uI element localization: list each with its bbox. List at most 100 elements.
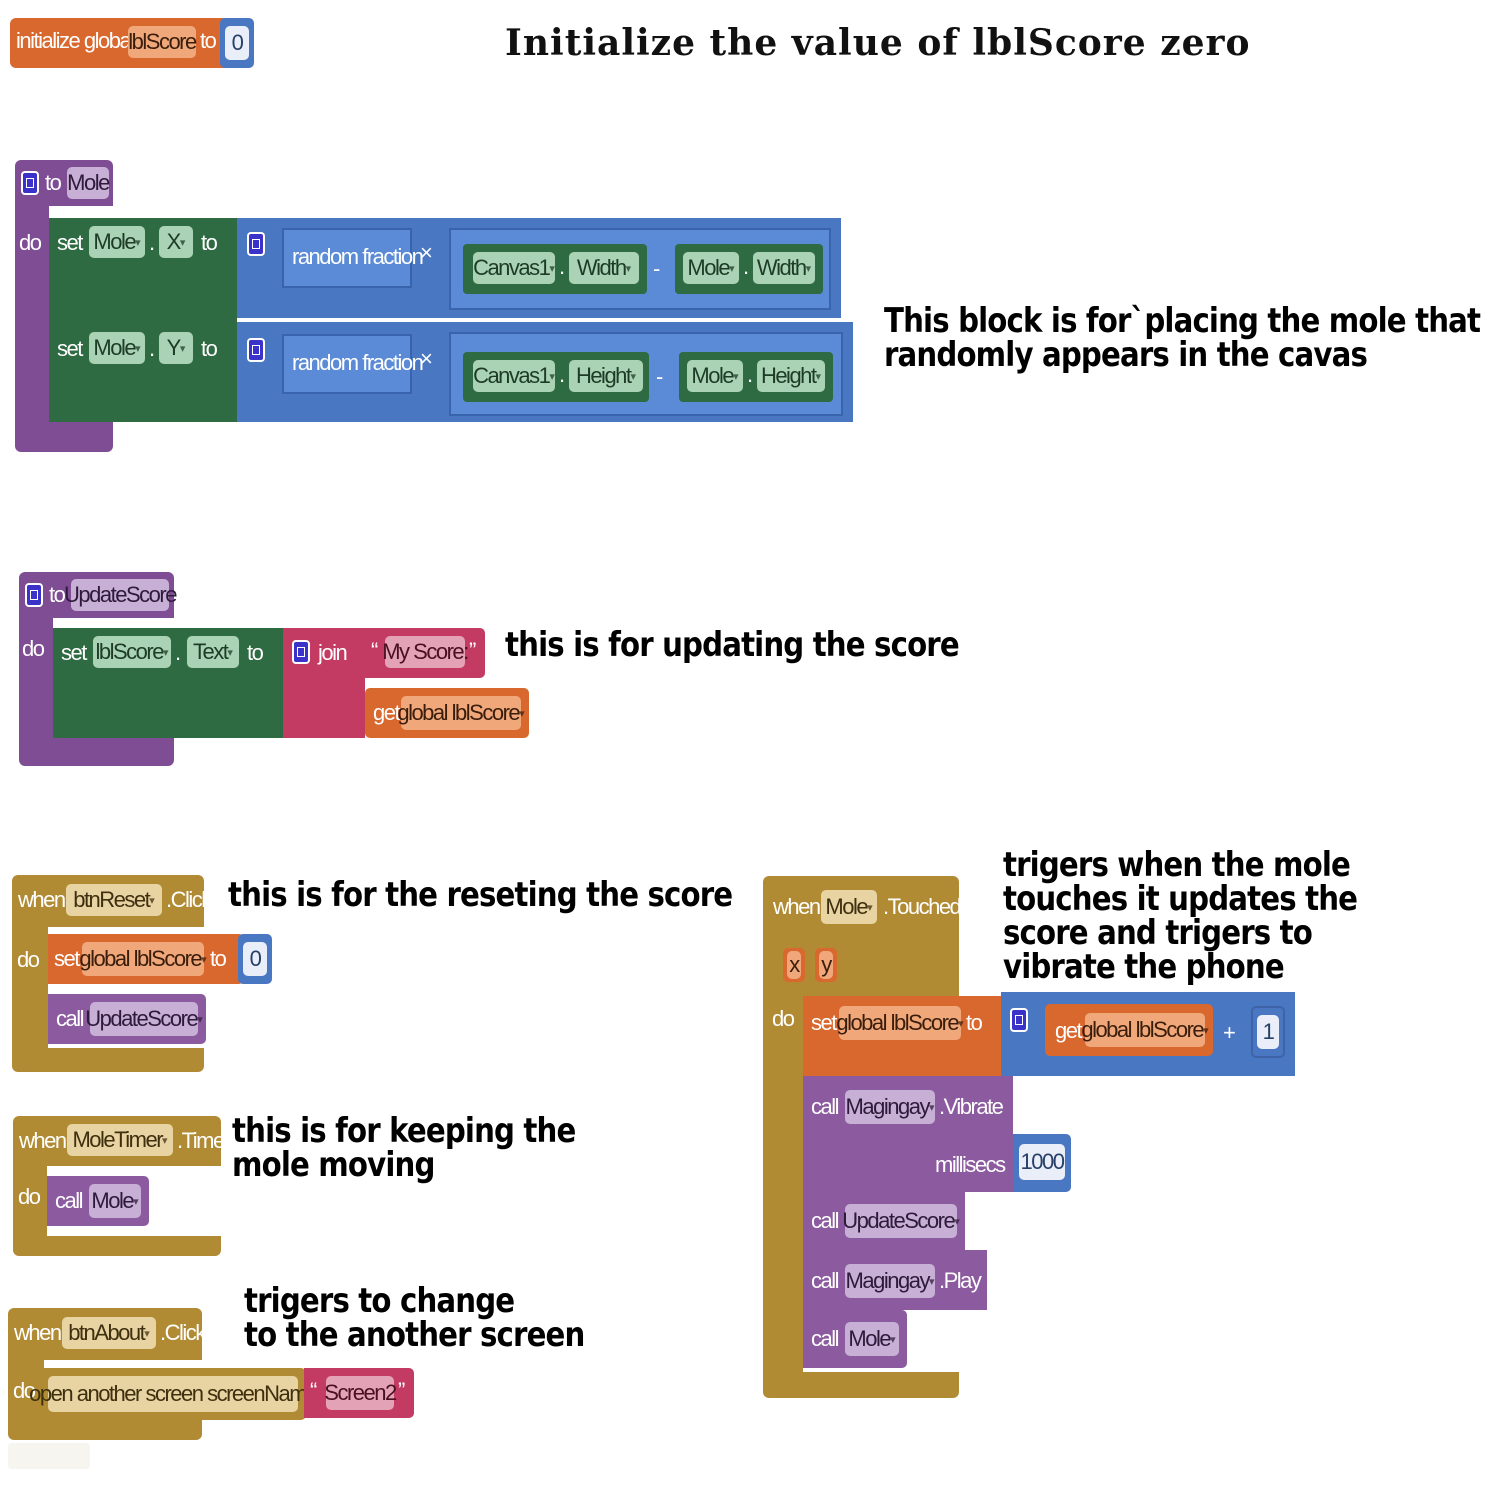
multiply-y-block[interactable]: random fraction × Canvas1 . Height - Mol… — [237, 322, 853, 422]
reset-component[interactable]: btnReset — [66, 884, 162, 916]
set-text-component[interactable]: lblScore — [93, 636, 171, 668]
update-proc-header[interactable]: to UpdateScore — [19, 572, 177, 618]
reset-event-name: .Click — [166, 887, 212, 912]
init-value[interactable]: 0 — [225, 26, 249, 60]
reset-call-proc[interactable]: UpdateScore — [85, 1002, 199, 1036]
touched-call-mole-proc[interactable]: Mole — [845, 1322, 899, 1356]
mole-width-component[interactable]: Mole — [683, 252, 739, 284]
multiply-x-block[interactable]: random fraction × Canvas1 . Width - Mole… — [237, 218, 841, 318]
note-timer: this is for keeping the mole moving — [232, 1111, 576, 1185]
join-gear-icon[interactable] — [292, 640, 310, 664]
mutator-gear-icon[interactable] — [21, 171, 39, 195]
reset-set-var[interactable]: global lblScore — [79, 942, 204, 976]
update-proc-name[interactable]: UpdateScore — [64, 579, 177, 611]
mole-width-property[interactable]: Width — [753, 252, 815, 284]
millisecs-number-block[interactable]: 1000 — [1013, 1134, 1071, 1192]
add-number-block[interactable]: 1 — [1251, 1006, 1285, 1058]
timer-call-proc[interactable]: Mole — [89, 1184, 141, 1218]
reset-event-spine: do — [12, 927, 48, 1057]
canvas-width-dot: . — [559, 254, 565, 279]
set-x-property[interactable]: X — [159, 226, 193, 258]
initialize-global-block[interactable]: initialize global lblScore to — [10, 18, 232, 68]
subtract-y-block[interactable]: Canvas1 . Height - Mole . Height — [449, 332, 843, 416]
timer-component[interactable]: MoleTimer — [67, 1124, 173, 1156]
set-mole-x-block[interactable]: set Mole . X to — [49, 218, 237, 318]
screen-name-value[interactable]: Screen2 — [324, 1376, 397, 1410]
open-screen-label: open another screen screenName — [29, 1376, 318, 1412]
reset-set-label: set — [54, 946, 80, 971]
add-gear-icon[interactable] — [1010, 1008, 1028, 1032]
open-another-screen-block[interactable]: open another screen screenName — [29, 1368, 318, 1420]
mole-height-property[interactable]: Height — [757, 360, 825, 392]
touched-component[interactable]: Mole — [821, 890, 877, 924]
reset-number-block[interactable]: 0 — [238, 934, 272, 984]
set-y-component[interactable]: Mole — [89, 332, 145, 364]
text-string-block[interactable]: “ My Score: ” — [365, 628, 485, 678]
random-fraction-x-block[interactable]: random fraction — [282, 228, 424, 288]
timer-when: when — [19, 1128, 67, 1153]
canvas-height-getter[interactable]: Canvas1 . Height — [463, 352, 649, 402]
mole-height-component[interactable]: Mole — [687, 360, 743, 392]
set-x-to: to — [201, 230, 218, 255]
reset-do: do — [17, 947, 40, 972]
touched-set-to: to — [966, 1010, 983, 1035]
random-fraction-x-label: random fraction — [292, 244, 424, 269]
init-var-name[interactable]: lblScore — [128, 26, 197, 58]
reset-event-header[interactable]: when btnReset .Click — [12, 875, 212, 927]
reset-call-updatescore[interactable]: call UpdateScore — [48, 994, 206, 1044]
multiply-x-gear-icon[interactable] — [247, 232, 265, 256]
touched-event-footer — [763, 1372, 959, 1398]
vibrate-call-label: call — [811, 1094, 840, 1119]
touched-event-header[interactable]: when Mole .Touched x y — [763, 876, 962, 996]
reset-set-var-block[interactable]: set global lblScore to — [48, 934, 244, 984]
about-event-header[interactable]: when btnAbout .Click — [8, 1308, 206, 1360]
update-mutator-gear-icon[interactable] — [25, 583, 43, 607]
set-y-property[interactable]: Y — [159, 332, 193, 364]
set-mole-y-block[interactable]: set Mole . Y to — [49, 318, 237, 422]
touched-param-y[interactable]: y — [815, 948, 837, 982]
touched-param-x[interactable]: x — [783, 948, 805, 982]
canvas-width-property[interactable]: Width — [569, 252, 639, 284]
set-text-property[interactable]: Text — [187, 636, 239, 668]
mole-proc-header[interactable]: to Mole — [15, 160, 113, 206]
timer-event-header[interactable]: when MoleTimer .Timer — [13, 1116, 231, 1166]
reset-value[interactable]: 0 — [243, 942, 267, 976]
touched-event-name: .Touched — [883, 894, 962, 919]
touched-get-var[interactable]: global lblScore — [1081, 1013, 1205, 1047]
mole-proc-name[interactable]: Mole — [67, 167, 110, 199]
subtract-x-block[interactable]: Canvas1 . Width - Mole . Width — [449, 228, 831, 310]
touched-set-var[interactable]: global lblScore — [836, 1006, 961, 1040]
mole-proc-spine: do — [15, 206, 49, 434]
get-var-name[interactable]: global lblScore — [397, 696, 521, 730]
touched-call-update-proc[interactable]: UpdateScore — [842, 1204, 957, 1238]
canvas-height-component[interactable]: Canvas1 — [473, 360, 555, 392]
random-fraction-y-block[interactable]: random fraction — [282, 334, 424, 394]
multiply-y-gear-icon[interactable] — [247, 338, 265, 362]
set-x-component[interactable]: Mole — [89, 226, 145, 258]
timer-call-mole[interactable]: call Mole — [47, 1176, 149, 1226]
about-component[interactable]: btnAbout — [62, 1317, 156, 1349]
play-component[interactable]: Magingay — [845, 1264, 935, 1298]
millisecs-value[interactable]: 1000 — [1019, 1144, 1065, 1180]
add-block[interactable]: get global lblScore + 1 — [1001, 992, 1295, 1076]
mole-width-getter[interactable]: Mole . Width — [675, 244, 823, 294]
touched-get-block[interactable]: get global lblScore — [1045, 1004, 1213, 1056]
add-number-value[interactable]: 1 — [1257, 1015, 1279, 1049]
set-lblscore-text-block[interactable]: set lblScore . Text to — [53, 628, 283, 738]
mole-width-dot: . — [743, 254, 749, 279]
touched-call-mole[interactable]: call Mole — [803, 1310, 907, 1368]
touched-call-updatescore[interactable]: call UpdateScore — [803, 1192, 965, 1250]
text-string-value[interactable]: My Score: — [382, 636, 469, 668]
join-block[interactable]: join — [283, 628, 365, 738]
canvas-width-component[interactable]: Canvas1 — [473, 252, 555, 284]
mole-height-getter[interactable]: Mole . Height — [679, 352, 833, 402]
init-number-block[interactable]: 0 — [220, 18, 254, 68]
call-vibrate-block[interactable]: call Magingay .Vibrate millisecs — [803, 1076, 1013, 1192]
call-play-block[interactable]: call Magingay .Play — [803, 1250, 987, 1310]
screen-name-text-block[interactable]: “ Screen2 ” — [304, 1368, 414, 1418]
get-lblscore-block[interactable]: get global lblScore — [365, 688, 529, 738]
touched-set-var-block[interactable]: set global lblScore to — [803, 996, 1001, 1076]
canvas-height-property[interactable]: Height — [569, 360, 643, 392]
vibrate-component[interactable]: Magingay — [845, 1090, 935, 1124]
canvas-width-getter[interactable]: Canvas1 . Width — [463, 244, 647, 294]
